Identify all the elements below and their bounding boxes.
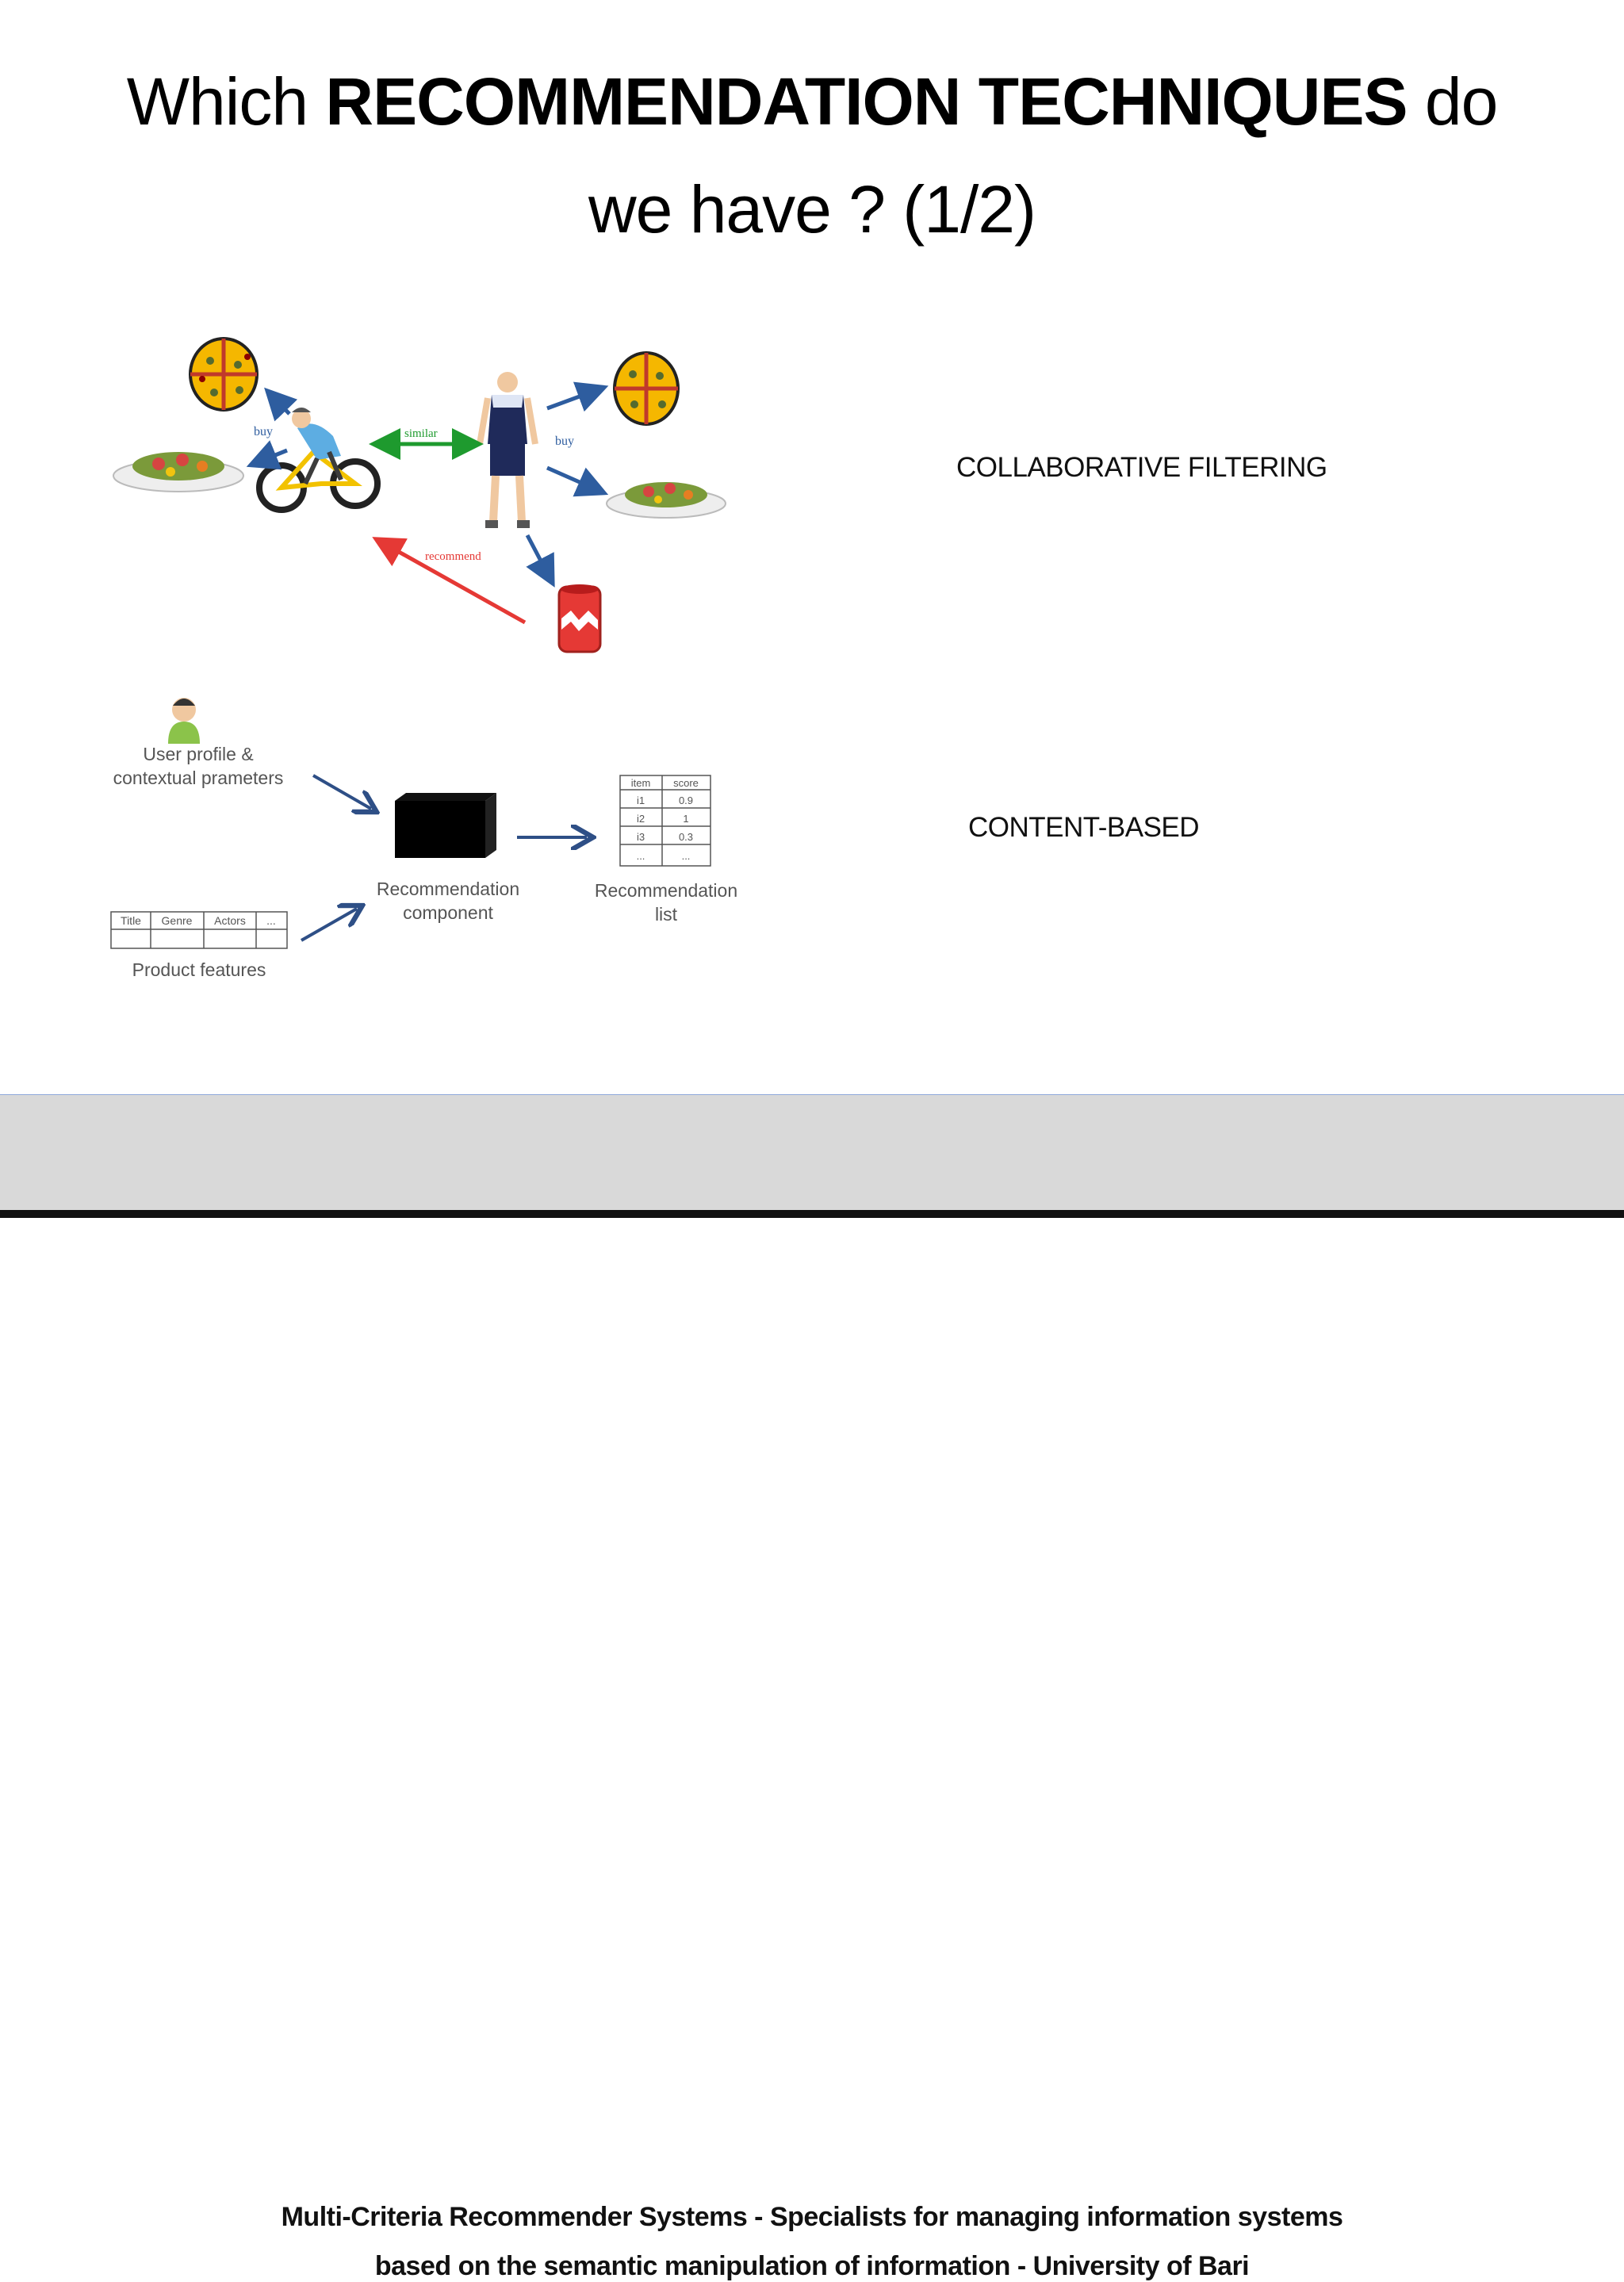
buy-label: buy: [254, 425, 273, 438]
user-profile-line1: User profile &: [143, 744, 254, 764]
input-arrow: [312, 774, 371, 809]
title-bold: RECOMMENDATION TECHNIQUES: [325, 64, 1408, 139]
buy-arrow: [546, 465, 609, 497]
footer-line2: based on the semantic manipulation of in…: [374, 2251, 1250, 2281]
person-icon: [477, 372, 538, 528]
list-line2: list: [654, 904, 678, 925]
recommend-label: recommend: [425, 550, 481, 563]
product-header-title: Title: [121, 914, 141, 927]
buy-arrow: [525, 534, 555, 588]
list-cell: i1: [637, 794, 645, 806]
component-line1: Recommendation: [376, 879, 520, 899]
product-features-table: [110, 911, 288, 949]
footer-line1: Multi-Criteria Recommender Systems - Spe…: [281, 2202, 1343, 2232]
pizza-icon: [613, 351, 680, 426]
list-line1: Recommendation: [594, 880, 738, 901]
list-header-score: score: [673, 777, 699, 789]
buy-arrow: [246, 440, 288, 470]
user-profile-line2: contextual prameters: [113, 768, 284, 788]
buy-arrow: [546, 381, 609, 412]
footer-bar: [0, 1210, 1624, 1218]
user-profile-label: User profile & contextual prameters: [103, 742, 293, 790]
similar-label: similar: [404, 427, 438, 440]
title-suffix: do: [1407, 64, 1498, 139]
product-header-genre: Genre: [162, 914, 193, 927]
list-cell: ...: [682, 850, 691, 862]
slide-title: Which RECOMMENDATION TECHNIQUES do we ha…: [0, 48, 1624, 263]
list-label: Recommendation list: [579, 879, 753, 926]
component-label: Recommendation component: [365, 877, 531, 925]
list-cell: 0.9: [679, 794, 693, 806]
salad-icon: [113, 452, 244, 492]
component-line2: component: [403, 902, 493, 923]
product-header-actors: Actors: [214, 914, 246, 927]
list-cell: 0.3: [679, 831, 693, 843]
technique-label-content-based: CONTENT-BASED: [968, 812, 1200, 843]
recommend-arrow: [372, 537, 527, 625]
product-features-label: Product features: [132, 959, 266, 980]
salad-icon: [606, 482, 726, 519]
product-header-more: ...: [266, 914, 276, 927]
content-based-diagram: item score i1 0.9 i2 1 i3 0.3 ... ... Ti…: [110, 698, 711, 949]
soda-can-icon: [557, 584, 602, 653]
collaborative-filtering-diagram: [113, 337, 726, 653]
list-cell: i2: [637, 813, 645, 825]
list-cell: 1: [683, 813, 688, 825]
recommendation-component-box: [395, 793, 496, 858]
buy-arrow: [264, 387, 298, 422]
input-arrow: [301, 909, 357, 942]
content-based-figure: item score i1 0.9 i2 1 i3 0.3 ... ... Ti…: [103, 682, 777, 999]
cyclist-icon: [256, 408, 381, 513]
user-avatar-icon: [168, 698, 200, 744]
pizza-icon: [189, 337, 259, 412]
recommendation-list-table: [619, 775, 711, 867]
title-line2: we have ? (1/2): [588, 172, 1036, 247]
technique-label-collaborative: COLLABORATIVE FILTERING: [956, 452, 1327, 483]
footer: Multi-Criteria Recommender Systems - Spe…: [0, 1094, 1624, 2281]
collaborative-filtering-figure: buy similar buy recommend: [103, 325, 761, 666]
title-prefix: Which: [126, 64, 326, 139]
list-cell: i3: [637, 831, 645, 843]
list-header-item: item: [631, 777, 651, 789]
buy-label: buy: [555, 435, 574, 448]
list-cell: ...: [637, 850, 645, 862]
